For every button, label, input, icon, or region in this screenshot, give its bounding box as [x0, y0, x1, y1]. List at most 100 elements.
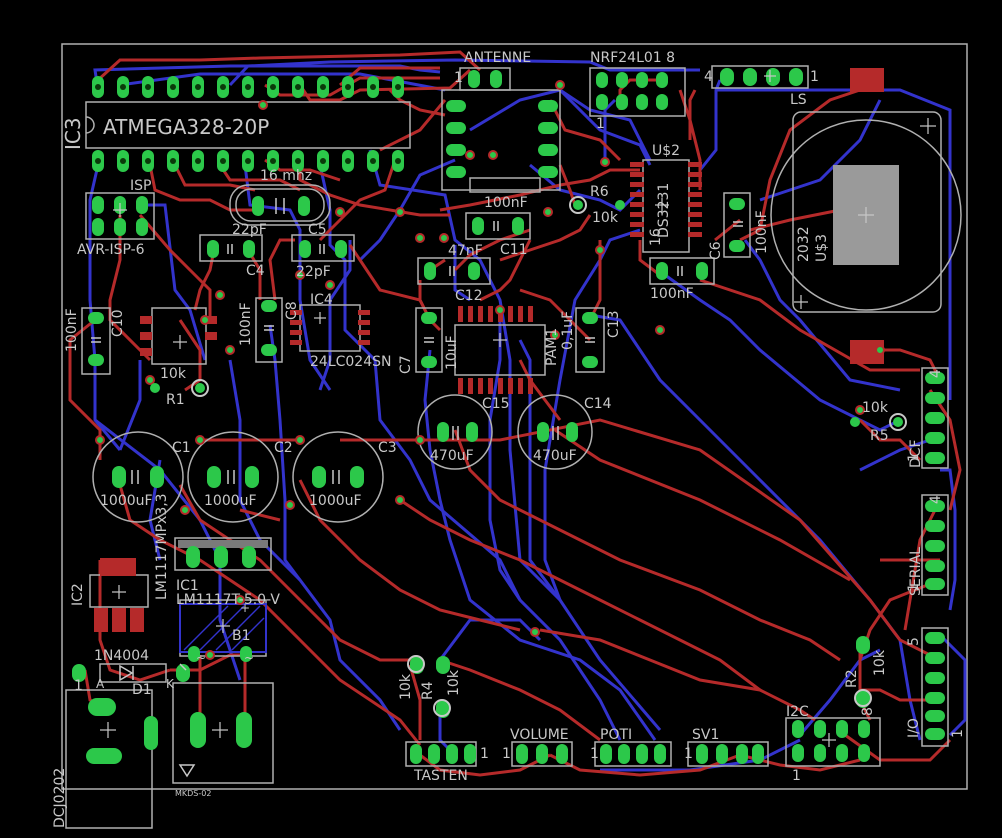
tasten-label: TASTEN — [413, 768, 468, 784]
antenne-label: ANTENNE — [464, 50, 531, 66]
us3-label: U$3 — [814, 234, 830, 262]
c13-label: C13 — [606, 310, 622, 338]
nrf-outline — [589, 67, 686, 117]
c8-value-label: 100nF — [238, 302, 254, 346]
r6-value-label: 10k — [592, 210, 619, 226]
c4-outline — [199, 234, 263, 262]
battery-label: 2032 — [796, 226, 812, 262]
serial-pin1-label: 1 — [906, 583, 922, 592]
r2-label: R2 — [844, 669, 860, 688]
sv1-pin1-label: 1 — [684, 746, 693, 762]
poti-label: POTI — [600, 727, 632, 743]
us2-label: U$2 — [652, 143, 680, 159]
ds-label: DS3231 — [656, 183, 672, 238]
mkds-label: MKDS-02 — [175, 789, 211, 798]
r3-value-label: 10k — [446, 669, 462, 696]
silkscreen — [65, 65, 962, 829]
c-100nf-right-outline — [723, 192, 751, 258]
c3-label: C3 — [378, 440, 397, 456]
ls-pin1-label: 1 — [810, 69, 819, 85]
volume-pin1-label: 1 — [502, 746, 511, 762]
d1-cathode-label: K — [166, 677, 175, 691]
i2c-outline — [785, 717, 881, 767]
c5-value-label: 22pF — [296, 264, 331, 280]
d1-anode-label: A — [96, 677, 105, 691]
nrf-pin1-label: 1 — [596, 116, 605, 132]
ic1-outline — [174, 537, 272, 571]
c8-outline — [255, 297, 283, 363]
isp-label: ISP — [130, 178, 151, 194]
vias — [95, 80, 885, 660]
c11-outline — [465, 212, 531, 240]
ic3-outline — [85, 101, 411, 149]
ic4-part-label: 24LC024SN — [310, 354, 391, 370]
c3-outline — [292, 431, 384, 523]
dcf-pin4-label: 4 — [928, 369, 944, 378]
b1-tilde2-label: ~ — [244, 651, 254, 665]
dcf-outline — [921, 367, 949, 469]
ls-outline — [711, 65, 809, 89]
ds-pin16-label: 16 — [648, 228, 664, 246]
c7-outline — [415, 307, 443, 373]
battery-outline — [770, 119, 962, 311]
c11-label: C11 — [500, 242, 528, 258]
c15-outline — [417, 394, 493, 470]
c3-value-label: 1000uF — [309, 493, 362, 509]
c7-value-label: 10uF — [444, 335, 460, 370]
pad-holes — [95, 84, 401, 164]
c10-label: C10 — [110, 309, 126, 337]
c13-value-label: 0,1uF — [560, 311, 576, 350]
c2-label: C2 — [274, 440, 293, 456]
b1-plus-label: + — [240, 601, 250, 615]
d1-label: D1 — [132, 682, 152, 698]
dcf-label: DCF — [908, 439, 924, 468]
c12-label: C12 — [455, 288, 483, 304]
c14-outline — [517, 394, 593, 470]
tasten-pin1-label: 1 — [480, 746, 489, 762]
c15-label: C15 — [482, 396, 510, 412]
ic4-label: IC4 — [310, 292, 333, 308]
d1-outline — [99, 663, 167, 683]
r5-label: R5 — [870, 428, 889, 444]
c10-outline — [81, 307, 111, 375]
volume-outline — [511, 741, 573, 767]
crystal-label: 16 mhz — [260, 168, 312, 184]
pam-outline — [454, 324, 546, 376]
r5-value-label: 10k — [862, 400, 889, 416]
poti-outline — [594, 741, 672, 767]
cap-symbols — [91, 198, 743, 682]
c5-outline — [291, 234, 355, 262]
c15-value-label: 470uF — [430, 448, 474, 464]
ic2-tab — [100, 558, 136, 576]
r4-label: R4 — [420, 681, 436, 700]
nrf-label: NRF24L01 8 — [590, 50, 675, 66]
battery-pad-top — [850, 68, 884, 92]
r1-label: R1 — [166, 392, 185, 408]
i2c-pin1-label: 1 — [792, 768, 801, 784]
serial-outline — [921, 494, 949, 596]
c4-value-label: 22pF — [232, 222, 267, 238]
sv1-outline — [687, 741, 769, 767]
antenne-pin1-label: 1 — [454, 70, 463, 86]
c12-value-label: 47nF — [448, 243, 483, 259]
c10-value-label: 100nF — [64, 308, 80, 352]
c14-label: C14 — [584, 396, 612, 412]
sv1-label: SV1 — [692, 727, 719, 743]
pam-label: PAM1 — [544, 328, 560, 366]
d1-part-label: 1N4004 — [94, 648, 149, 664]
through-hole-pads — [72, 68, 945, 764]
io-pin1-label: 1 — [950, 729, 966, 738]
atmega-label: ATMEGA328-20P — [103, 115, 269, 139]
board-outline — [61, 43, 968, 790]
c-100nf-top-label: 100nF — [484, 195, 528, 211]
c1-outline — [92, 431, 184, 523]
r1-value-label: 10k — [160, 366, 187, 382]
r6-label: R6 — [590, 184, 609, 200]
c-100nf-right-label: 100nF — [754, 210, 770, 254]
d1-pin1-label: 1 — [74, 678, 83, 694]
c1-value-label: 1000uF — [100, 493, 153, 509]
c6-value-label: 100nF — [650, 286, 694, 302]
dcf-pin1-label: 1 — [906, 453, 922, 462]
r4-value-label: 10k — [398, 673, 414, 700]
